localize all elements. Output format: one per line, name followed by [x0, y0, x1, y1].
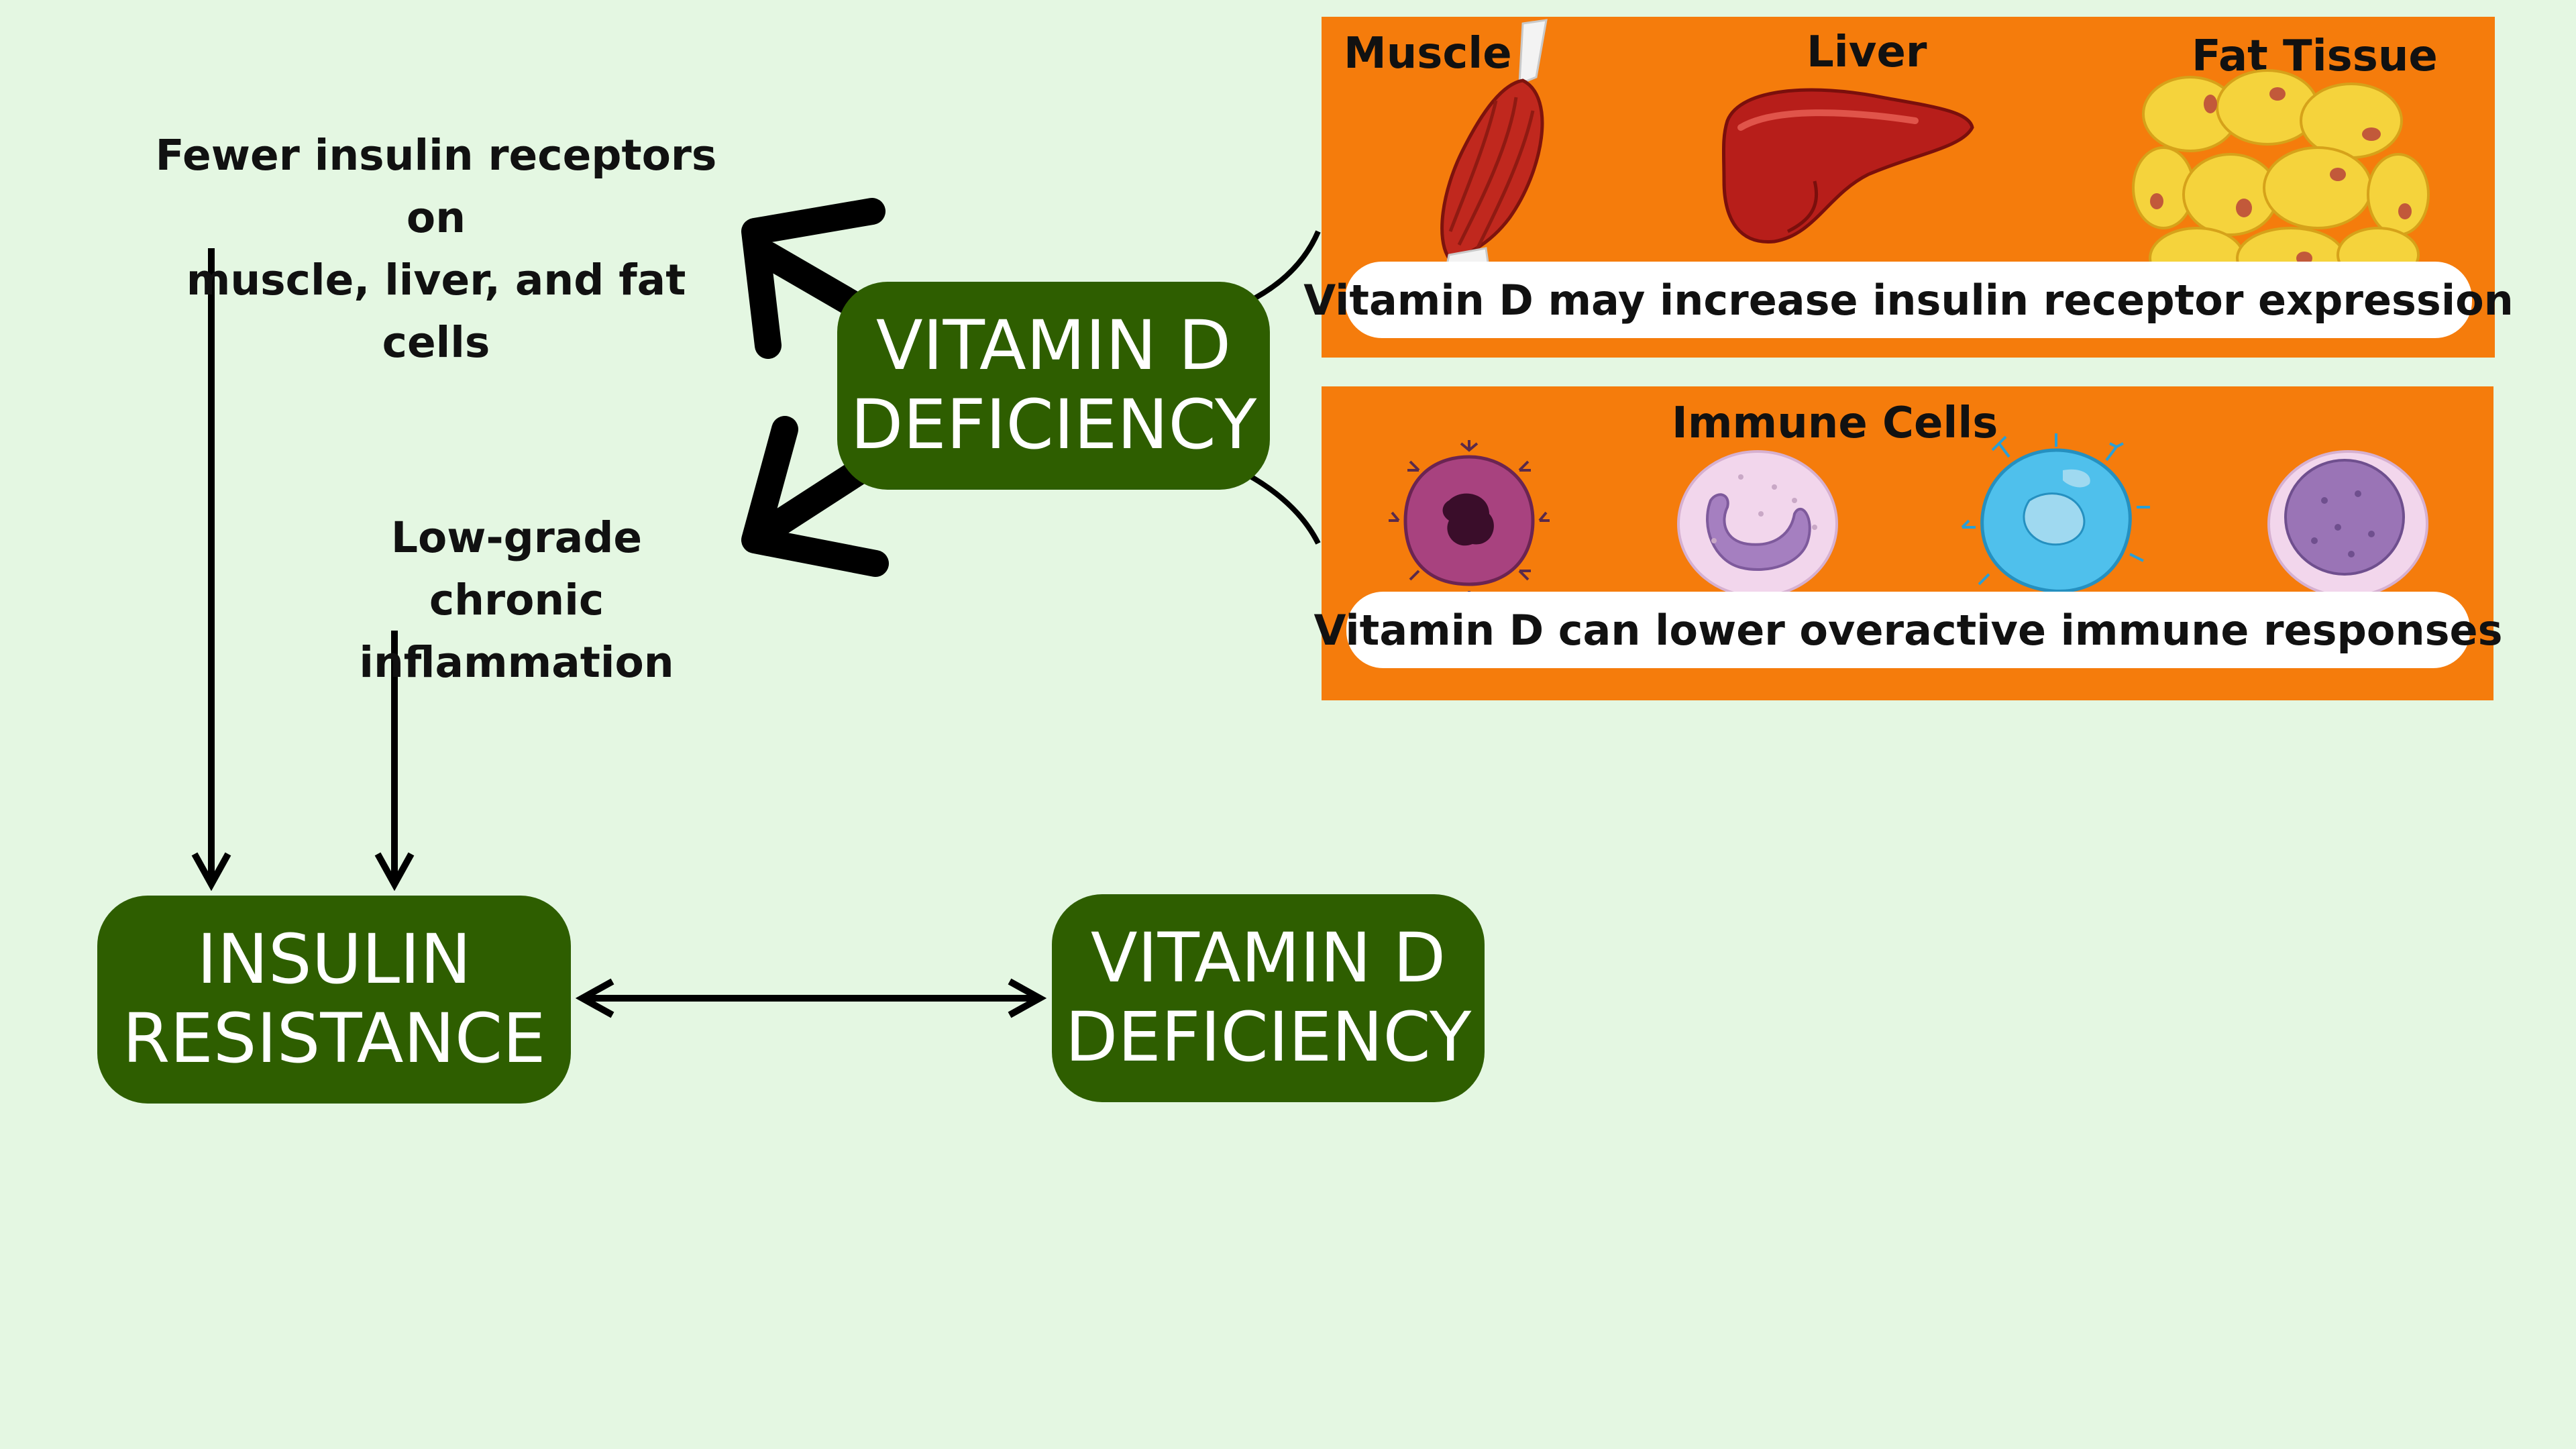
label-fewer-receptors-line2: muscle, liver, and fat cells: [186, 256, 686, 367]
lymphocyte-icon: [2267, 450, 2428, 598]
fat-tissue-icon: [2132, 69, 2430, 290]
dendritic-cell-icon: [1389, 440, 1550, 601]
curve-to-immune-panel: [1243, 470, 1321, 545]
panel-immune-cells: Immune Cells: [1314, 386, 2502, 700]
liver-icon: [1721, 88, 1974, 244]
label-immune-cells: Immune Cells: [1672, 398, 1998, 448]
label-muscle: Muscle: [1344, 29, 1512, 78]
node-vitamin-d-top-line2: DEFICIENCY: [850, 385, 1257, 465]
node-vitamin-d-deficiency-top: VITAMIN D DEFICIENCY: [837, 282, 1270, 490]
node-vitamin-d-top-line1: VITAMIN D: [875, 306, 1232, 386]
label-fewer-receptors-line1: Fewer insulin receptors on: [155, 131, 717, 242]
node-insulin-resistance-line2: RESISTANCE: [122, 999, 546, 1079]
label-inflammation-line1: Low-grade chronic: [390, 513, 643, 625]
label-inflammation-line2: inflammation: [359, 638, 674, 687]
node-vitamin-d-bottom-line1: VITAMIN D: [1090, 918, 1446, 998]
label-fewer-receptors: Fewer insulin receptors on muscle, liver…: [154, 124, 718, 374]
caption-insulin-receptor: Vitamin D may increase insulin receptor …: [1303, 262, 2514, 338]
node-vitamin-d-bottom-line2: DEFICIENCY: [1065, 998, 1472, 1077]
panel-organs: Muscle Liver Fat Tissue: [1303, 17, 2514, 358]
caption-immune-responses: Vitamin D can lower overactive immune re…: [1314, 592, 2502, 668]
node-insulin-resistance-line1: INSULIN: [197, 920, 472, 1000]
macrophage-icon: [1961, 433, 2150, 593]
label-inflammation: Low-grade chronic inflammation: [309, 506, 724, 694]
curve-to-organs-panel: [1246, 230, 1321, 305]
label-liver: Liver: [1807, 28, 1927, 77]
label-fat-tissue: Fat Tissue: [2192, 32, 2438, 81]
node-vitamin-d-deficiency-bottom: VITAMIN D DEFICIENCY: [1052, 894, 1485, 1102]
node-insulin-resistance: INSULIN RESISTANCE: [97, 896, 571, 1104]
neutrophil-icon: [1677, 450, 1838, 598]
muscle-icon: [1440, 19, 1548, 273]
